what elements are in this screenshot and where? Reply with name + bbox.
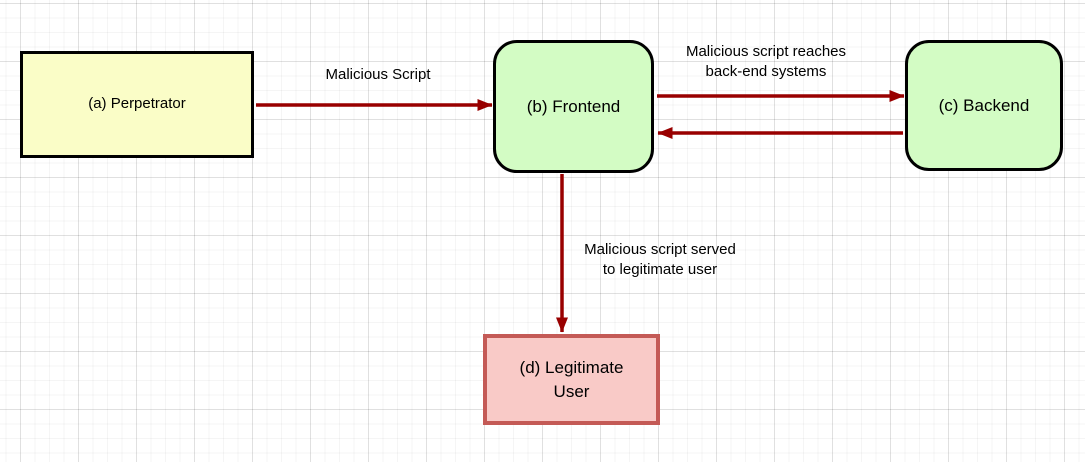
edge-label-line: Malicious script reaches	[685, 43, 847, 60]
edge-label-script-served-to-user: Malicious script served to legitimate us…	[550, 240, 770, 280]
node-backend[interactable]: (c) Backend	[905, 40, 1063, 171]
node-legitimate-user-label-line1: (d) Legitimate	[519, 357, 624, 377]
edge-label-script-reaches-backend: Malicious script reaches back-end system…	[646, 42, 886, 82]
node-perpetrator-label: (a) Perpetrator	[88, 95, 186, 113]
node-backend-label: (c) Backend	[938, 95, 1030, 115]
edge-label-line: back-end systems	[705, 63, 827, 80]
edge-label-malicious-script: Malicious Script	[268, 65, 488, 85]
edge-label-line: Malicious Script	[325, 66, 431, 83]
node-frontend-label: (b) Frontend	[526, 96, 621, 116]
node-perpetrator[interactable]: (a) Perpetrator	[20, 51, 254, 158]
node-legitimate-user-label-line2: User	[553, 381, 590, 401]
node-frontend[interactable]: (b) Frontend	[493, 40, 654, 173]
node-legitimate-user[interactable]: (d) Legitimate User	[483, 334, 660, 425]
edge-label-line: Malicious script served	[584, 241, 736, 258]
edge-label-line: to legitimate user	[602, 261, 718, 278]
